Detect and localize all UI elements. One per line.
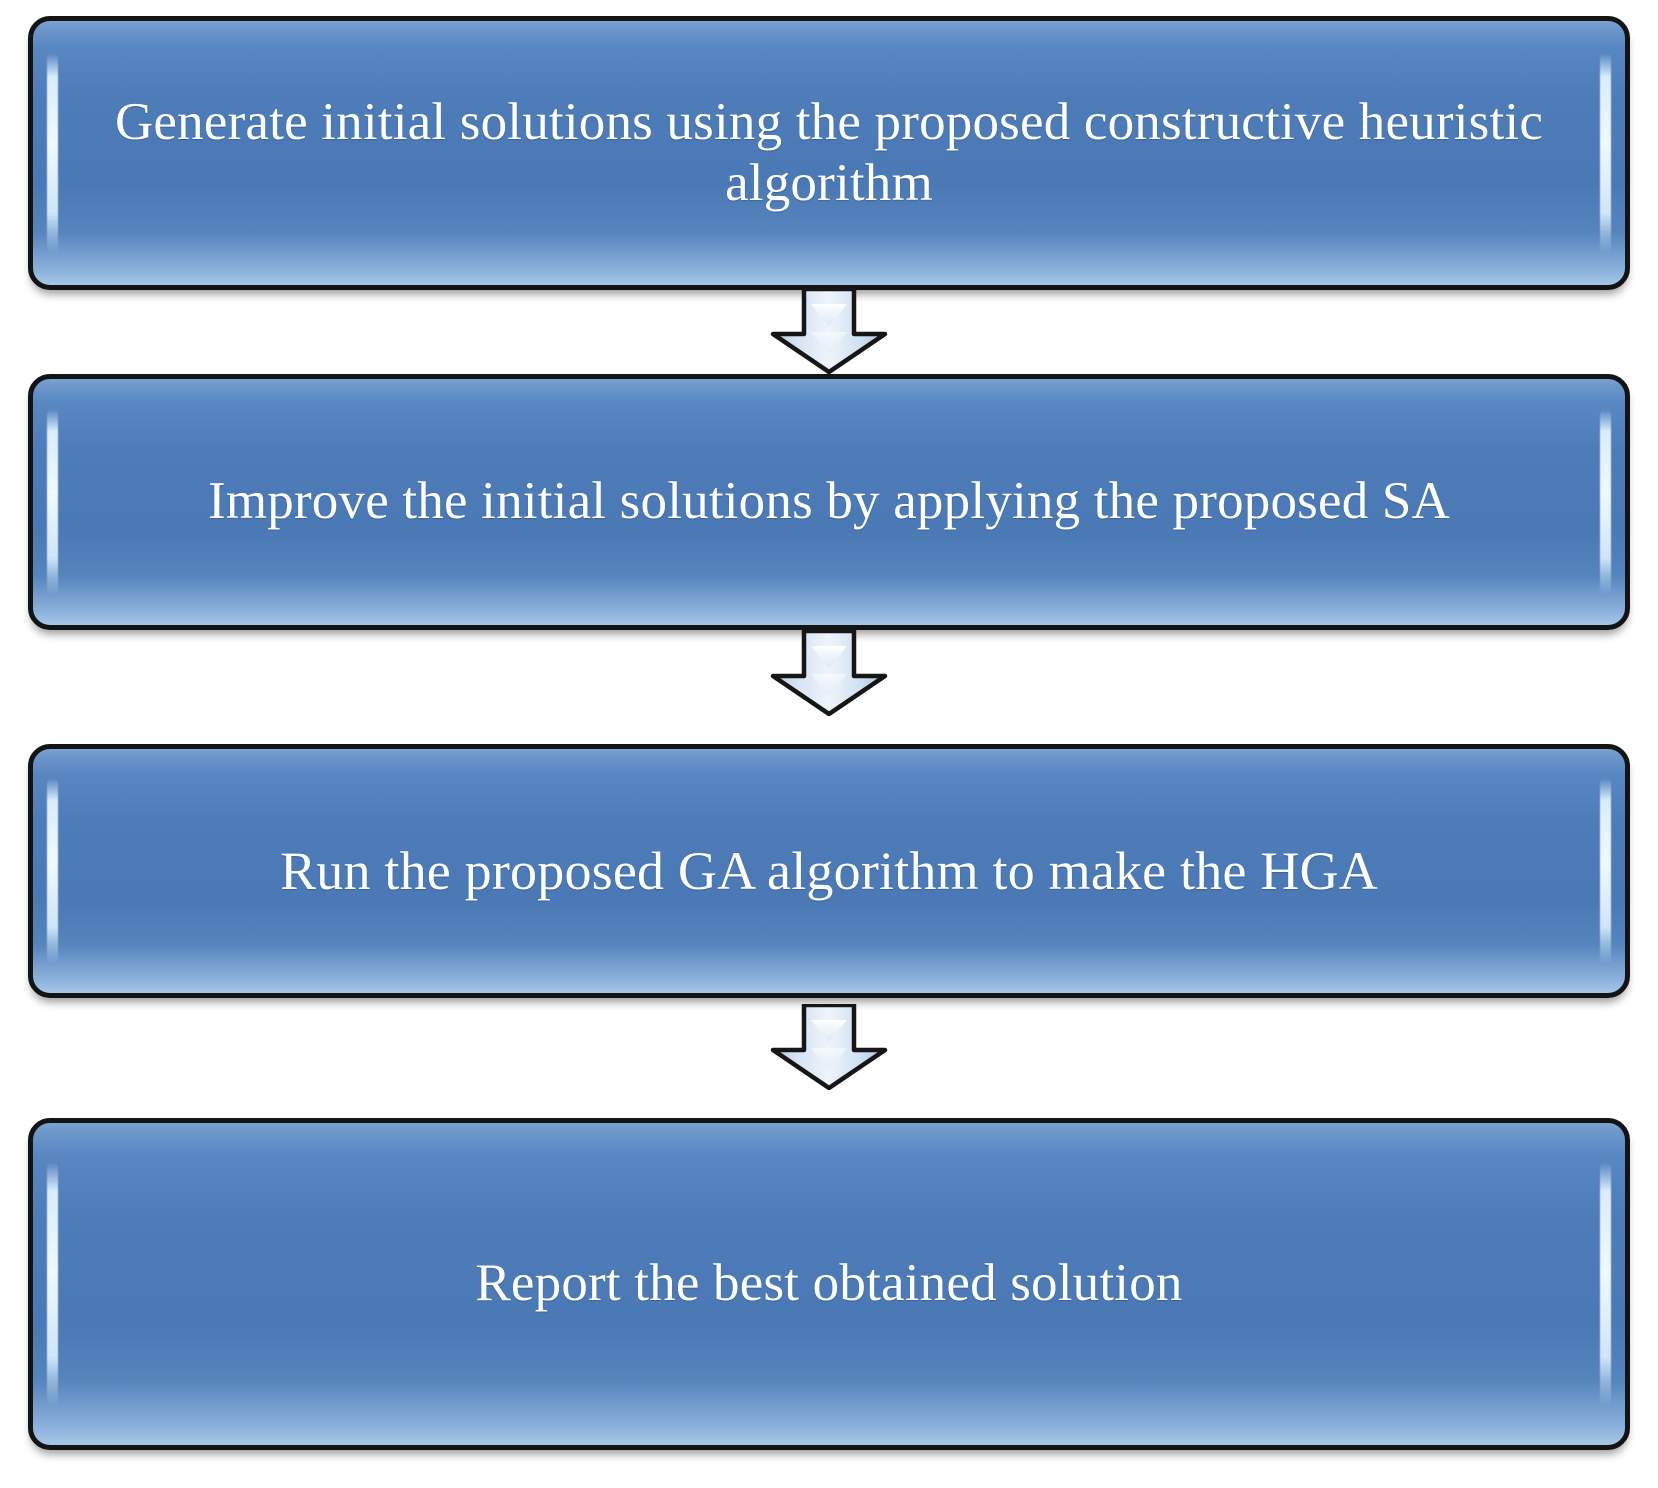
- arrow-chevron-highlight-2-icon: [811, 674, 847, 696]
- node-label-step-4: Report the best obtained solution: [475, 1254, 1183, 1313]
- arrow-body-icon: [770, 1004, 888, 1090]
- flowchart-node-step-3[interactable]: Run the proposed GA algorithm to make th…: [28, 744, 1630, 998]
- arrow-body-icon: [770, 630, 888, 716]
- arrow-chevron-highlight-2-icon: [811, 1048, 847, 1070]
- flow-arrow-3: [765, 1004, 893, 1090]
- arrow-chevron-highlight-2-icon: [811, 332, 847, 354]
- node-label-step-2: Improve the initial solutions by applyin…: [207, 472, 1451, 531]
- node-label-step-1: Generate initial solutions using the pro…: [114, 92, 1544, 212]
- arrow-chevron-highlight-icon: [811, 1020, 847, 1042]
- arrow-body-icon: [770, 288, 888, 374]
- flowchart-node-step-1[interactable]: Generate initial solutions using the pro…: [28, 16, 1630, 290]
- flowchart-node-step-4[interactable]: Report the best obtained solution: [28, 1118, 1630, 1450]
- flowchart-node-step-2[interactable]: Improve the initial solutions by applyin…: [28, 374, 1630, 630]
- arrow-chevron-highlight-icon: [811, 304, 847, 326]
- arrow-chevron-highlight-icon: [811, 646, 847, 668]
- node-label-step-3: Run the proposed GA algorithm to make th…: [280, 840, 1378, 901]
- flow-arrow-1: [765, 288, 893, 374]
- flow-arrow-2: [765, 630, 893, 716]
